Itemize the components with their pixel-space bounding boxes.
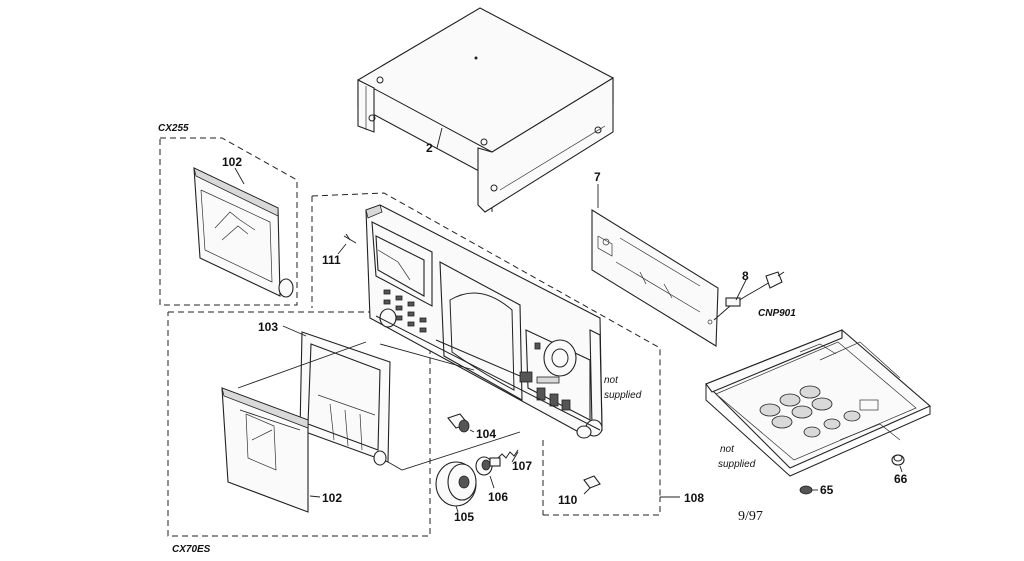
- leader-8: [735, 279, 747, 301]
- leader-111: [337, 243, 347, 255]
- label-111: 111: [322, 253, 341, 267]
- note-not-supplied-1a: not: [604, 375, 619, 386]
- leader-2: [436, 127, 443, 149]
- note-not-supplied-2b: supplied: [718, 459, 756, 470]
- guide-lines-2: [379, 343, 475, 371]
- label-103: 103: [258, 320, 278, 334]
- revision-date: 9/97: [738, 509, 763, 524]
- door-frame: [299, 331, 391, 466]
- button-104: [447, 413, 470, 433]
- guide-lines: [237, 341, 367, 389]
- note-not-supplied-1b: supplied: [604, 390, 642, 401]
- label-110: 110: [558, 493, 578, 507]
- label-7: 7: [594, 170, 601, 184]
- power-cord-cnp901: [713, 271, 785, 321]
- front-panel-group-outline: [311, 192, 661, 497]
- leader-104: [469, 429, 475, 433]
- label-102-top: 102: [222, 155, 242, 169]
- top-cover: [357, 7, 614, 213]
- leader-102-top: [234, 167, 245, 185]
- circuit-board-7: [591, 209, 719, 347]
- label-108: 108: [684, 491, 704, 505]
- label-102-bottom: 102: [322, 491, 342, 505]
- foot-66: [891, 454, 905, 466]
- front-panel: [365, 204, 603, 439]
- guide-lines-3: [387, 431, 521, 471]
- label-2: 2: [426, 141, 433, 155]
- leader-106: [489, 475, 495, 489]
- label-107: 107: [512, 459, 532, 473]
- chassis: [705, 329, 932, 477]
- screw-111: [343, 233, 357, 244]
- model-label-cx70es: CX70ES: [172, 544, 211, 555]
- label-65: 65: [820, 483, 834, 497]
- label-105: 105: [454, 510, 474, 524]
- cx255-group-outline: [159, 137, 298, 306]
- label-8: 8: [742, 269, 749, 283]
- label-106: 106: [488, 490, 508, 504]
- model-label-cx255: CX255: [158, 123, 189, 134]
- leader-105: [455, 505, 459, 513]
- guide-lines-4: [239, 409, 301, 431]
- disc-tray-slots: [759, 385, 861, 438]
- note-not-supplied-2a: not: [720, 444, 735, 455]
- foot-65: [799, 485, 813, 495]
- label-104: 104: [476, 427, 496, 441]
- leader-107: [511, 451, 519, 463]
- jog-dial-105: [435, 461, 477, 507]
- foot-110: [583, 475, 601, 489]
- label-cnp901: CNP901: [758, 308, 796, 319]
- leader-110: [583, 487, 591, 495]
- leader-103: [282, 325, 307, 337]
- leader-102-bottom: [309, 495, 321, 498]
- front-door-cx70es: [221, 387, 309, 513]
- front-door-cx255: [193, 167, 294, 298]
- knob-106: [475, 456, 501, 476]
- label-66: 66: [894, 472, 908, 486]
- leader-66: [899, 465, 903, 473]
- spring-107: [497, 449, 519, 459]
